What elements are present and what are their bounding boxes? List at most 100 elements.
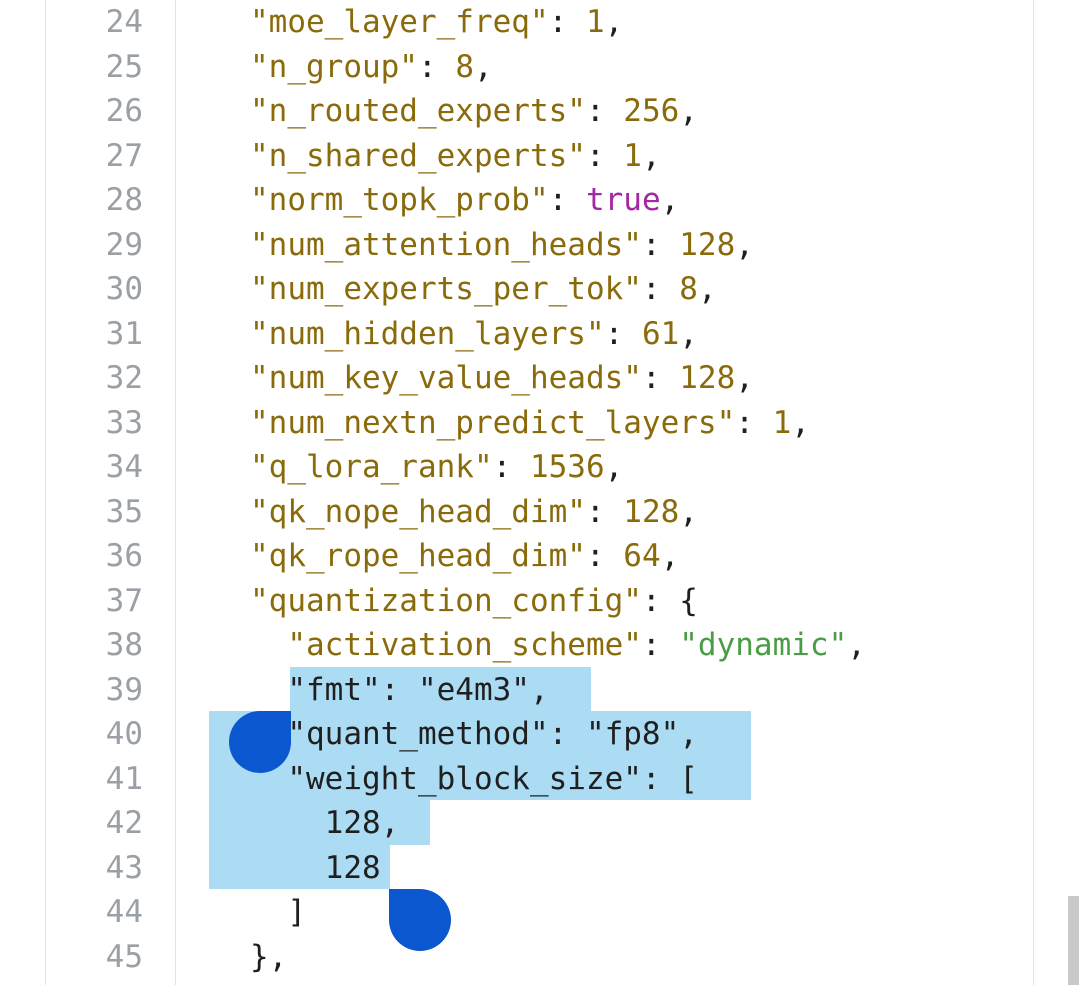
line-number: 30 bbox=[105, 271, 143, 307]
code-line[interactable]: "n_group": 8, bbox=[250, 45, 493, 89]
line-number: 43 bbox=[105, 849, 143, 886]
code-token: 61 bbox=[641, 315, 680, 352]
code-token: , bbox=[660, 538, 680, 574]
selection-end-handle[interactable] bbox=[389, 889, 451, 951]
code-token: "num_nextn_predict_layers" bbox=[250, 404, 736, 441]
line-number: 25 bbox=[105, 48, 143, 85]
code-line[interactable]: 128, bbox=[250, 801, 400, 845]
code-token: 128 bbox=[679, 226, 736, 263]
code-token: , bbox=[735, 226, 754, 263]
code-line[interactable]: "q_lora_rank": 1536, bbox=[250, 445, 623, 489]
code-token: "n_group" bbox=[250, 48, 418, 85]
code-line[interactable]: "fmt": "e4m3", bbox=[250, 668, 549, 712]
line-number: 33 bbox=[105, 404, 143, 441]
code-token: 128 bbox=[250, 849, 381, 886]
code-line[interactable]: "n_shared_experts": 1, bbox=[250, 134, 661, 178]
line-number: 34 bbox=[105, 449, 143, 485]
line-number: 42 bbox=[105, 805, 143, 841]
code-token: : bbox=[585, 493, 624, 530]
code-token: : bbox=[548, 4, 586, 40]
line-number: 35 bbox=[105, 493, 143, 530]
code-line[interactable]: "moe_layer_freq": 1, bbox=[250, 0, 623, 44]
code-token: "moe_layer_freq" bbox=[250, 4, 549, 40]
code-token: : bbox=[492, 449, 530, 485]
code-line[interactable]: "activation_scheme": "dynamic", bbox=[250, 623, 866, 667]
code-token: 256 bbox=[623, 93, 680, 129]
vertical-scrollbar-thumb[interactable] bbox=[1068, 896, 1079, 985]
code-token: : bbox=[641, 271, 680, 307]
code-token: , bbox=[641, 137, 661, 174]
selection-highlight bbox=[209, 711, 751, 800]
selection-start-handle[interactable] bbox=[229, 711, 291, 773]
code-token: "qk_rope_head_dim" bbox=[250, 538, 586, 574]
code-line[interactable]: "qk_rope_head_dim": 64, bbox=[250, 534, 679, 578]
code-line[interactable]: "num_nextn_predict_layers": 1, bbox=[250, 401, 810, 445]
line-number: 44 bbox=[105, 894, 143, 930]
code-token: , bbox=[679, 493, 698, 530]
code-token: 1536 bbox=[529, 449, 605, 485]
code-token: 8 bbox=[455, 48, 474, 85]
code-token: "n_shared_experts" bbox=[250, 137, 586, 174]
line-number: 24 bbox=[105, 4, 143, 40]
line-number: 37 bbox=[105, 582, 143, 619]
code-token: : bbox=[548, 182, 586, 218]
code-token: "norm_topk_prob" bbox=[250, 182, 549, 218]
selection-highlight bbox=[209, 845, 390, 889]
code-token: : { bbox=[641, 582, 698, 619]
line-number: 31 bbox=[105, 315, 143, 352]
line-number: 45 bbox=[105, 938, 143, 975]
selection-highlight bbox=[290, 667, 591, 711]
code-token: true bbox=[585, 182, 661, 218]
editor-frame-right-border bbox=[1033, 0, 1034, 985]
code-token: 8 bbox=[679, 271, 698, 307]
code-token: "num_hidden_layers" bbox=[250, 315, 605, 352]
code-token: "quantization_config" bbox=[250, 582, 642, 619]
code-token: 1 bbox=[623, 137, 642, 174]
code-line[interactable]: "norm_topk_prob": true, bbox=[250, 178, 679, 222]
code-line[interactable]: "n_routed_experts": 256, bbox=[250, 89, 698, 133]
line-number: 28 bbox=[105, 182, 143, 218]
code-line[interactable]: "num_experts_per_tok": 8, bbox=[250, 267, 717, 311]
editor-frame-left-border bbox=[45, 0, 46, 985]
code-line[interactable]: 128 bbox=[250, 846, 381, 890]
code-token: : bbox=[585, 538, 624, 574]
line-number: 26 bbox=[105, 93, 143, 129]
code-token: "qk_nope_head_dim" bbox=[250, 493, 586, 530]
code-token: , bbox=[604, 449, 624, 485]
code-token: "num_key_value_heads" bbox=[250, 360, 642, 396]
line-number: 29 bbox=[105, 226, 143, 263]
code-token: , bbox=[791, 404, 810, 441]
code-token: "n_routed_experts" bbox=[250, 93, 586, 129]
code-line[interactable]: "num_hidden_layers": 61, bbox=[250, 312, 698, 356]
code-token: : bbox=[641, 360, 680, 396]
code-line[interactable]: }, bbox=[250, 935, 287, 979]
line-number: 39 bbox=[105, 671, 143, 708]
code-token: "quant_method": "fp8", bbox=[250, 716, 698, 752]
line-number: 32 bbox=[105, 360, 143, 396]
line-number: 27 bbox=[105, 137, 143, 174]
line-number: 38 bbox=[105, 627, 143, 663]
code-token: "dynamic" bbox=[679, 627, 848, 663]
code-token: 64 bbox=[623, 538, 661, 574]
code-token: : bbox=[417, 48, 456, 85]
selection-highlight bbox=[209, 800, 430, 845]
code-line[interactable]: "num_key_value_heads": 128, bbox=[250, 356, 754, 400]
code-line[interactable]: "num_attention_heads": 128, bbox=[250, 223, 754, 267]
code-token: , bbox=[660, 182, 680, 218]
code-line[interactable]: "quant_method": "fp8", bbox=[250, 712, 698, 756]
code-token: 1 bbox=[772, 404, 792, 441]
code-line[interactable]: "quantization_config": { bbox=[250, 579, 698, 623]
code-token: , bbox=[697, 271, 717, 307]
code-token: : bbox=[641, 226, 680, 263]
code-line[interactable]: "weight_block_size": [ bbox=[250, 757, 698, 801]
code-token: , bbox=[735, 360, 754, 396]
code-token: "fmt": "e4m3", bbox=[250, 671, 549, 708]
line-number: 40 bbox=[105, 716, 143, 752]
code-token: , bbox=[679, 315, 698, 352]
code-token: "num_experts_per_tok" bbox=[250, 271, 642, 307]
code-token: "q_lora_rank" bbox=[250, 449, 493, 485]
code-token: 128 bbox=[623, 493, 680, 530]
code-line[interactable]: ] bbox=[250, 890, 306, 934]
code-line[interactable]: "qk_nope_head_dim": 128, bbox=[250, 490, 698, 534]
code-token: , bbox=[473, 48, 493, 85]
